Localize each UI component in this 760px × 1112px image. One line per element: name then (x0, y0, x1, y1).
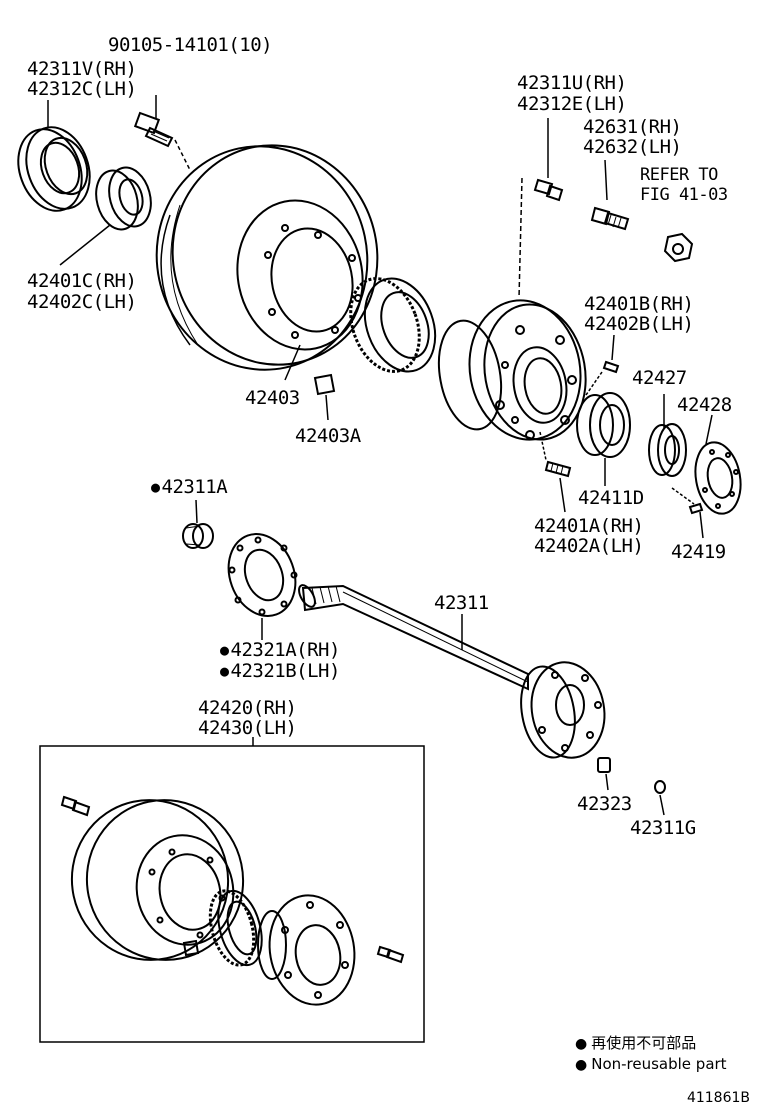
hub-bolt-part[interactable] (518, 118, 564, 299)
label-hub-bolt-lh: 42312E(LH) (517, 93, 627, 115)
label-seal-lh: 42312C(LH) (27, 78, 137, 100)
assembly-hub-part[interactable] (257, 889, 363, 1012)
top-bolt-part[interactable] (133, 95, 191, 171)
drum-clip-part[interactable] (313, 373, 336, 421)
label-pin: 42323 (577, 793, 632, 815)
axle-hub-part[interactable] (431, 292, 596, 449)
assembly-bolt-part[interactable] (60, 795, 91, 817)
outer-bearing-part[interactable] (59, 163, 157, 266)
collar-part[interactable] (182, 499, 214, 549)
label-bolt-top: 90105-14101(10) (108, 34, 273, 56)
label-gasket-rh: 42321A(RH) (220, 639, 341, 662)
label-stud-rh: 42631(RH) (583, 116, 682, 138)
label-shaft: 42311 (434, 592, 489, 614)
legend-bullet: ● (575, 1036, 588, 1052)
inner-bearing-part[interactable] (576, 392, 631, 486)
legend-line-jp: ●再使用不可部品 (575, 1032, 696, 1055)
hub-nut-part[interactable] (663, 232, 694, 263)
assembly-ring-part[interactable] (203, 886, 269, 970)
label-bearing-rh: 42401C(RH) (27, 270, 137, 292)
label-bearing-d: 42411D (578, 487, 644, 509)
gasket-part[interactable] (218, 525, 307, 640)
label-collar: 42311A (151, 476, 228, 499)
label-gasket-lh: 42321B(LH) (220, 660, 341, 683)
plug-part[interactable] (654, 780, 666, 816)
label-assy-lh: 42430(LH) (198, 717, 297, 739)
pin-part[interactable] (597, 757, 611, 791)
label-refer-1: REFER TO (640, 165, 718, 185)
label-stud-lh: 42632(LH) (583, 136, 682, 158)
label-plug: 42311G (630, 817, 696, 839)
hub-stud-part[interactable] (590, 159, 630, 231)
label-refer-2: FIG 41-03 (640, 185, 728, 205)
label-screw: 42419 (671, 541, 726, 563)
legend-bullet: ● (575, 1057, 588, 1073)
sensor-rotor-part[interactable] (339, 269, 448, 382)
label-hub-bolt-rh: 42311U(RH) (517, 72, 627, 94)
figure-number: 411861B (686, 1090, 750, 1106)
label-stud-a-lh: 42402A(LH) (534, 535, 644, 557)
label-drum-clip: 42403A (295, 425, 361, 447)
axle-shaft-part[interactable] (296, 583, 612, 764)
label-drum: 42403 (245, 387, 300, 409)
label-nut: 42427 (632, 367, 687, 389)
assembly-box (39, 745, 425, 1043)
lower-stud-part[interactable] (539, 431, 572, 513)
label-washer: 42428 (677, 394, 732, 416)
oil-seal-part[interactable] (7, 100, 100, 220)
legend-text-en: Non-reusable part (591, 1055, 727, 1073)
label-bearing-lh: 42402C(LH) (27, 291, 137, 313)
inner-pin-part[interactable] (585, 334, 620, 396)
label-inner-bearing-rh: 42401B(RH) (584, 293, 694, 315)
label-assy-rh: 42420(RH) (198, 697, 297, 719)
label-seal-rh: 42311V(RH) (27, 58, 137, 80)
legend-line-en: ●Non-reusable part (575, 1053, 727, 1076)
label-inner-bearing-lh: 42402B(LH) (584, 313, 694, 335)
assembly-clip-part[interactable] (182, 939, 200, 957)
label-stud-a-rh: 42401A(RH) (534, 515, 644, 537)
legend-text-jp: 再使用不可部品 (591, 1034, 697, 1052)
brake-drum-part[interactable] (136, 126, 398, 389)
lock-nut-part[interactable] (648, 394, 687, 477)
assembly-stud-part[interactable] (376, 945, 405, 964)
screw-part[interactable] (671, 487, 704, 539)
lock-washer-part[interactable] (690, 414, 746, 517)
